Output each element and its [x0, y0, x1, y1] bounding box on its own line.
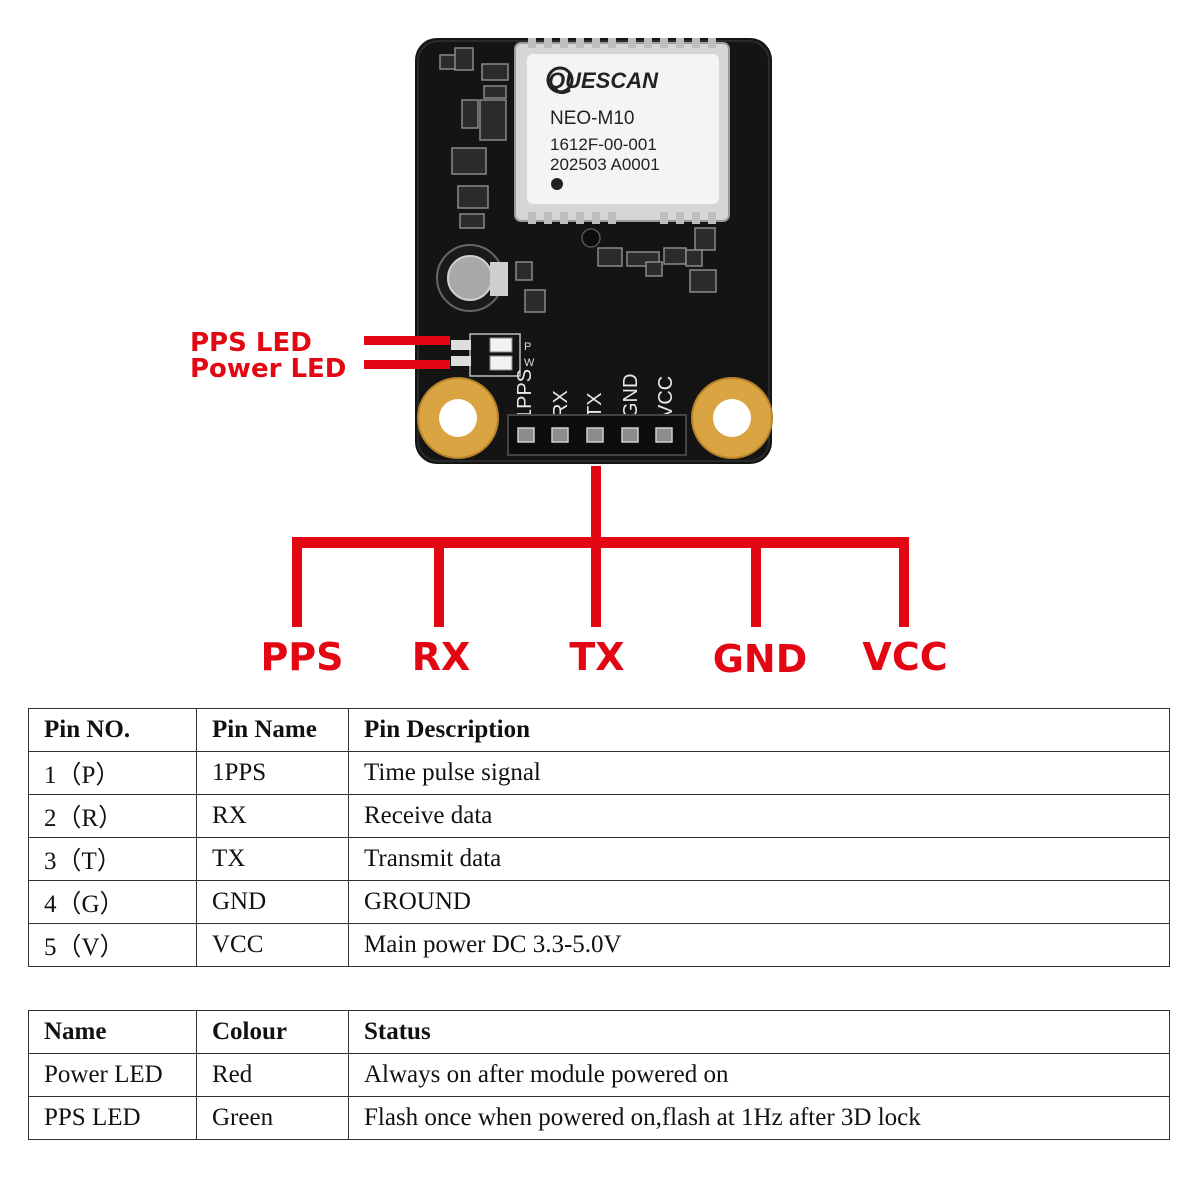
table-row: 3（T） TX Transmit data	[28, 837, 1170, 881]
module-brand: QUESCAN	[548, 68, 659, 93]
silk-rx: RX	[550, 390, 572, 418]
pin-no-cell: 3（T）	[28, 837, 197, 881]
pin-label-rx: RX	[411, 635, 471, 679]
pin-no-cell: 5（V）	[28, 923, 197, 967]
table-row: 4（G） GND GROUND	[28, 880, 1170, 924]
pin1-dot	[551, 178, 563, 190]
led-status-cell: Flash once when powered on,flash at 1Hz …	[348, 1096, 1170, 1140]
led-table-header-colour: Colour	[196, 1010, 349, 1054]
module-lot-no: 202503 A0001	[550, 155, 660, 174]
smd-components	[439, 47, 717, 313]
pin-name-cell: GND	[196, 880, 349, 924]
led-status-cell: Always on after module powered on	[348, 1053, 1170, 1097]
pin-label-pps: PPS	[260, 635, 344, 679]
pin-table-header-name: Pin Name	[196, 708, 349, 752]
silk-gnd: GND	[620, 374, 642, 418]
quescan-logo-icon	[546, 66, 574, 95]
mounting-hole-right	[691, 377, 773, 459]
status-leds: P W	[451, 333, 535, 377]
pin-tree-lines	[292, 466, 909, 627]
led-table-header-name: Name	[28, 1010, 197, 1054]
led-mark-w: W	[524, 357, 535, 369]
pps-led	[489, 337, 513, 353]
pps-led-callout: PPS LED	[190, 328, 312, 358]
table-row: Power LED Red Always on after module pow…	[28, 1053, 1170, 1097]
table-row: 1（P） 1PPS Time pulse signal	[28, 751, 1170, 795]
pin-name-cell: 1PPS	[196, 751, 349, 795]
pin-label-gnd: GND	[712, 637, 808, 681]
led-colour-cell: Red	[196, 1053, 349, 1097]
gnss-shield-can: QUESCAN NEO-M10 1612F-00-001 202503 A000…	[514, 38, 730, 224]
pin-no-cell: 4（G）	[28, 880, 197, 924]
silk-1pps: 1PPS	[514, 369, 536, 420]
backup-battery	[436, 244, 508, 312]
pin-desc-cell: Receive data	[348, 794, 1170, 838]
gps-module-diagram: QUESCAN NEO-M10 1612F-00-001 202503 A000…	[292, 38, 909, 627]
led-callout-lines	[364, 336, 450, 369]
pin-label-vcc: VCC	[862, 635, 948, 679]
pin-name-cell: VCC	[196, 923, 349, 967]
pin-desc-cell: Main power DC 3.3-5.0V	[348, 923, 1170, 967]
pin-no-cell: 1（P）	[28, 751, 197, 795]
led-table-header-status: Status	[348, 1010, 1170, 1054]
pin-desc-cell: GROUND	[348, 880, 1170, 924]
led-name-cell: PPS LED	[28, 1096, 197, 1140]
pin-table: Pin NO. Pin Name Pin Description 1（P） 1P…	[28, 708, 1170, 967]
module-part-no: 1612F-00-001	[550, 135, 657, 154]
led-table: Name Colour Status Power LED Red Always …	[28, 1010, 1170, 1140]
silk-tx: TX	[584, 392, 606, 418]
pin-label-tx: TX	[569, 635, 625, 679]
pin-desc-cell: Time pulse signal	[348, 751, 1170, 795]
pin-table-header-no: Pin NO.	[28, 708, 197, 752]
pin-name-cell: RX	[196, 794, 349, 838]
module-model: NEO-M10	[550, 108, 634, 129]
pin-no-cell: 2（R）	[28, 794, 197, 838]
pin-name-cell: TX	[196, 837, 349, 881]
led-colour-cell: Green	[196, 1096, 349, 1140]
pin-header	[507, 414, 687, 456]
led-mark-p: P	[524, 341, 531, 353]
led-table-header: Name Colour Status	[28, 1010, 1170, 1054]
mounting-hole-left	[417, 377, 499, 459]
table-row: PPS LED Green Flash once when powered on…	[28, 1096, 1170, 1140]
table-row: 5（V） VCC Main power DC 3.3-5.0V	[28, 923, 1170, 967]
table-row: 2（R） RX Receive data	[28, 794, 1170, 838]
pin-desc-cell: Transmit data	[348, 837, 1170, 881]
pin-table-header-desc: Pin Description	[348, 708, 1170, 752]
led-name-cell: Power LED	[28, 1053, 197, 1097]
power-led	[489, 355, 513, 371]
silk-vcc: VCC	[655, 376, 677, 418]
pin-table-header: Pin NO. Pin Name Pin Description	[28, 708, 1170, 752]
power-led-callout: Power LED	[190, 354, 347, 384]
